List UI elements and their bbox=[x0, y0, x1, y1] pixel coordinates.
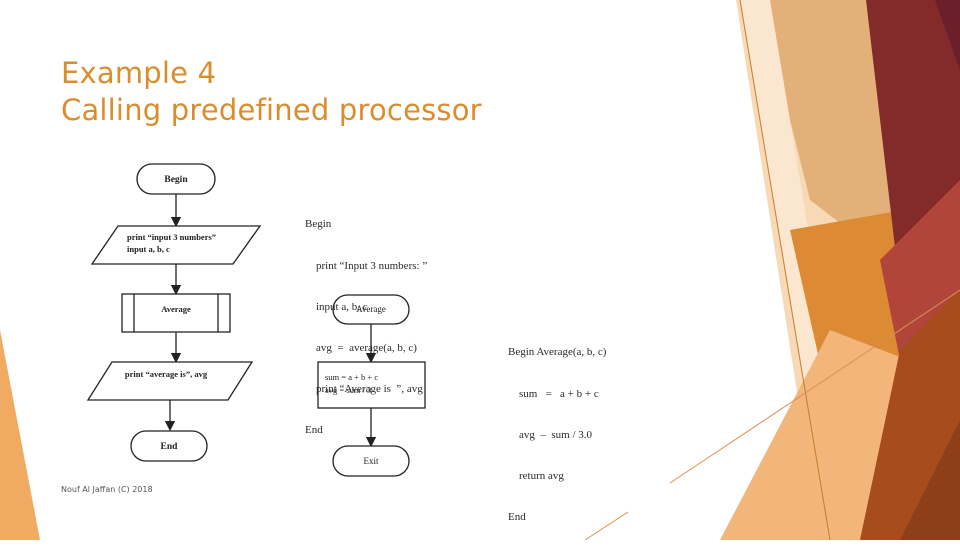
pseudocode-sub-line: End bbox=[508, 511, 606, 525]
pseudocode-main-line: Begin bbox=[305, 218, 427, 232]
pseudocode-sub-line: Begin Average(a, b, c) bbox=[508, 346, 606, 360]
pseudocode-main: Begin print “Input 3 numbers: ” input a,… bbox=[305, 191, 427, 465]
pseudocode-sub: Begin Average(a, b, c) sum = a + b + c a… bbox=[508, 319, 606, 552]
pseudocode-sub-line: return avg bbox=[508, 470, 606, 484]
pseudocode-main-line: End bbox=[305, 424, 427, 438]
pseudocode-main-line: print “Input 3 numbers: ” bbox=[305, 260, 427, 274]
pseudocode-sub-line: avg – sum / 3.0 bbox=[508, 429, 606, 443]
pseudocode-sub-line: sum = a + b + c bbox=[508, 388, 606, 402]
pseudocode-main-line: input a, b, c bbox=[305, 301, 427, 315]
sub-flowchart: Average sum = a + b + c avg = sum / 3 Ex… bbox=[0, 0, 960, 540]
pseudocode-main-line: avg = average(a, b, c) bbox=[305, 342, 427, 356]
pseudocode-main-line: print “Average is ”, avg bbox=[305, 383, 427, 397]
footer-credit: Nouf Al Jaffan (C) 2018 bbox=[61, 485, 153, 494]
slide: Example 4 Calling predefined processor B… bbox=[0, 0, 960, 540]
